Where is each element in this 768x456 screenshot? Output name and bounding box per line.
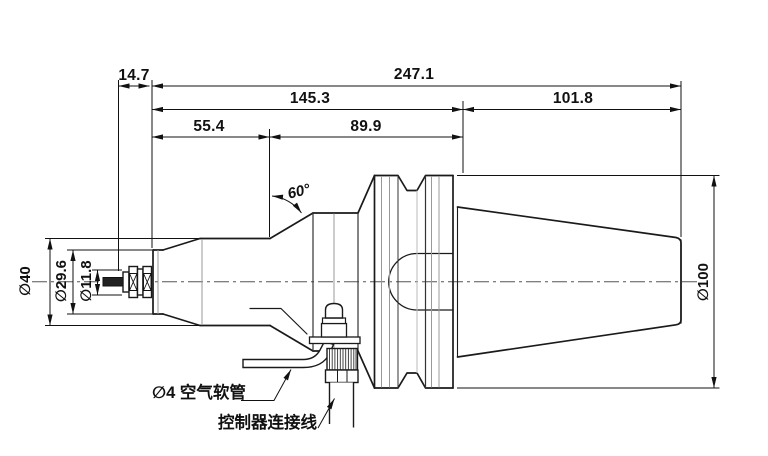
dim-145-3: 145.3: [290, 90, 330, 107]
collet-chuck: [102, 265, 153, 299]
taper-shank: [456, 206, 682, 358]
dim-dia40: ∅40: [17, 266, 34, 296]
shading-lines: [157, 176, 440, 388]
dimension-labels: 14.7 247.1 145.3 101.8 55.4 89.9 60° ∅40…: [17, 66, 712, 302]
extension-lines: [45, 80, 720, 389]
leader-controller-cable: [317, 398, 335, 429]
fitting-block: [320, 322, 348, 338]
dim-dia100: ∅100: [695, 263, 712, 301]
cable-fill: [330, 382, 353, 424]
fitting-collar: [321, 317, 347, 325]
dim-dia11-8: ∅11.8: [78, 260, 95, 301]
dim-arc-60deg: [271, 194, 302, 214]
fitting-plate: [308, 336, 361, 345]
dim-14-7: 14.7: [118, 67, 149, 84]
tool-shaft: [102, 277, 125, 287]
callout-labels: ∅4 空气软管 控制器连接线: [152, 382, 318, 432]
chuck-hatch: [129, 273, 152, 291]
dim-60deg: 60°: [286, 180, 313, 202]
connector-nut: [324, 369, 359, 384]
chuck-cap: [122, 271, 130, 293]
flange-bottom: [373, 372, 454, 389]
knurl-hatch: [329, 349, 357, 370]
dim-89-9: 89.9: [350, 118, 381, 135]
label-air-hose: ∅4 空气软管: [152, 382, 246, 402]
joint-lines: [312, 175, 427, 388]
cable-connector-knurl: [326, 347, 359, 371]
air-inlet-dome: [324, 302, 344, 319]
nose-cone: [162, 237, 201, 327]
label-controller-cable: 控制器连接线: [218, 412, 318, 432]
flange-top: [373, 174, 454, 192]
flange-slant: [357, 174, 376, 389]
chuck-ring-2: [136, 268, 144, 296]
air-fitting-assembly: [242, 302, 361, 428]
dim-55-4: 55.4: [193, 118, 224, 135]
dimension-lines: [47, 83, 717, 388]
air-boss-edge: [249, 307, 308, 335]
dim-247-1: 247.1: [394, 66, 434, 83]
air-hose: [242, 340, 335, 369]
leader-lines: [241, 369, 335, 429]
dim-dia29-6: ∅29.6: [53, 260, 70, 302]
body-cylinder: [199, 237, 271, 327]
dim-101-8: 101.8: [553, 90, 593, 107]
nut-facets: [337, 370, 348, 383]
sixty-degree-cone: [269, 212, 314, 352]
leader-air-hose: [241, 369, 292, 401]
pull-slot: [388, 252, 454, 311]
